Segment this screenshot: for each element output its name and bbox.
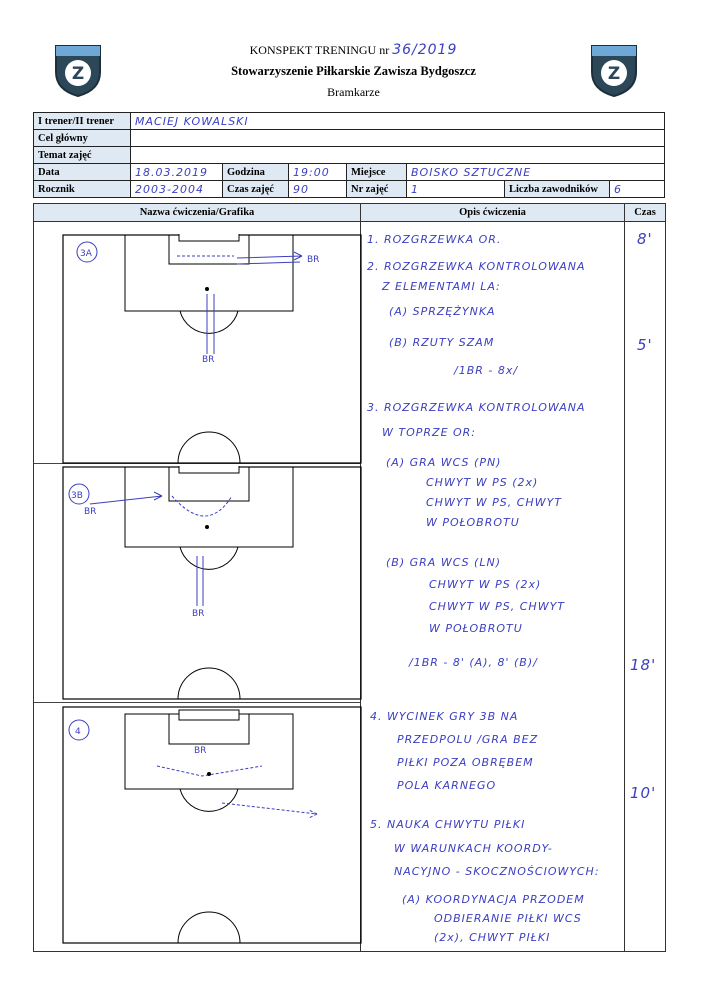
exercise-table: Nazwa ćwiczenia/Grafika Opis ćwiczenia C…	[33, 203, 666, 952]
document-title: KONSPEKT TRENINGU nr 36/2019	[0, 42, 707, 58]
desc-line: /1BR - 8x/	[454, 364, 519, 377]
desc-line: (2x), CHWYT PIŁKI	[434, 931, 551, 944]
desc-line: (B) RZUTY SZAM	[389, 336, 495, 349]
hour-value: 19:00	[288, 163, 347, 181]
desc-line: PRZEDPOLU /GRA BEZ	[397, 733, 539, 746]
svg-text:BR: BR	[194, 746, 206, 756]
players-label: Liczba zawodników	[504, 180, 610, 198]
group-name: Bramkarze	[327, 85, 380, 99]
svg-text:BR: BR	[202, 355, 214, 365]
year-label: Rocznik	[33, 180, 131, 198]
svg-text:Z: Z	[72, 64, 84, 84]
session-no-value: 1	[406, 180, 505, 198]
svg-text:3B: 3B	[71, 491, 83, 501]
club-logo-left: Z	[55, 45, 101, 98]
desc-line: PIŁKI POZA OBRĘBEM	[397, 756, 534, 769]
goal-label: Cel główny	[33, 129, 131, 147]
date-value: 18.03.2019	[130, 163, 223, 181]
pitch-diagram: 3A BR BR	[62, 234, 362, 464]
svg-text:BR: BR	[307, 255, 319, 265]
goal-value	[129, 129, 666, 147]
desc-line: ODBIERANIE PIŁKI WCS	[434, 912, 582, 925]
coach-label: I trener/II trener	[33, 112, 131, 130]
svg-text:Z: Z	[608, 64, 620, 84]
desc-line: (A) GRA WCS (PN)	[386, 456, 502, 469]
training-number: 36/2019	[392, 42, 458, 58]
topic-value	[129, 146, 666, 164]
desc-line: POLA KARNEGO	[397, 779, 497, 792]
svg-text:4: 4	[75, 727, 81, 737]
desc-line: (A) KOORDYNACJA PRZODEM	[402, 893, 585, 906]
time-value: 8'	[637, 230, 653, 248]
date-label: Data	[33, 163, 131, 181]
desc-line: 4. WYCINEK GRY 3B NA	[370, 710, 519, 723]
svg-text:BR: BR	[84, 507, 96, 517]
pitch-diagram: 3B BR BR	[62, 466, 362, 700]
pitch-diagram: 4 BR	[62, 706, 362, 944]
desc-line: W POŁOBROTU	[426, 516, 520, 529]
info-table: I trener/II trener MACIEJ KOWALSKI Cel g…	[33, 112, 666, 198]
desc-line: 1. ROZGRZEWKA OR.	[367, 233, 502, 246]
club-logo-right: Z	[591, 45, 637, 98]
place-label: Miejsce	[346, 163, 407, 181]
svg-text:BR: BR	[192, 609, 204, 619]
duration-label: Czas zajęć	[222, 180, 289, 198]
coach-value: MACIEJ KOWALSKI	[129, 112, 666, 130]
desc-line: (A) SPRZĘŻYNKA	[389, 305, 496, 318]
col-description-header: Opis ćwiczenia	[361, 204, 624, 222]
desc-line: CHWYT W PS (2x)	[429, 578, 542, 591]
time-value: 18'	[630, 656, 657, 674]
desc-line: CHWYT W PS, CHWYT	[426, 496, 563, 509]
desc-line: /1BR - 8' (A), 8' (B)/	[409, 656, 538, 669]
club-name: Stowarzyszenie Piłkarskie Zawisza Bydgos…	[231, 64, 476, 78]
desc-line: W POŁOBROTU	[429, 622, 523, 635]
session-no-label: Nr zajęć	[346, 180, 407, 198]
column-divider	[624, 204, 625, 951]
desc-line: CHWYT W PS, CHWYT	[429, 600, 566, 613]
desc-line: 3. ROZGRZEWKA KONTROLOWANA	[367, 401, 586, 414]
players-value: 6	[608, 180, 666, 198]
desc-line: 2. ROZGRZEWKA KONTROLOWANA	[367, 260, 586, 273]
time-value: 10'	[630, 784, 657, 802]
desc-line: CHWYT W PS (2x)	[426, 476, 539, 489]
hour-label: Godzina	[222, 163, 289, 181]
title-label: KONSPEKT TRENINGU nr	[249, 43, 390, 57]
svg-text:3A: 3A	[80, 249, 93, 259]
place-value: BOISKO SZTUCZNE	[405, 163, 666, 181]
desc-line: 5. NAUKA CHWYTU PIŁKI	[370, 818, 526, 831]
desc-line: W WARUNKACH KOORDY-	[394, 842, 553, 855]
desc-line: Z ELEMENTAMI LA:	[382, 280, 501, 293]
col-time-header: Czas	[625, 204, 665, 222]
time-value: 5'	[637, 336, 653, 354]
desc-line: W TOPRZE OR:	[382, 426, 477, 439]
topic-label: Temat zajęć	[33, 146, 131, 164]
row-divider	[34, 702, 360, 703]
year-value: 2003-2004	[130, 180, 223, 198]
col-exercise-header: Nazwa ćwiczenia/Grafika	[34, 204, 360, 222]
desc-line: NACYJNO - SKOCZNOŚCIOWYCH:	[394, 865, 600, 878]
duration-value: 90	[288, 180, 347, 198]
desc-line: (B) GRA WCS (LN)	[386, 556, 501, 569]
